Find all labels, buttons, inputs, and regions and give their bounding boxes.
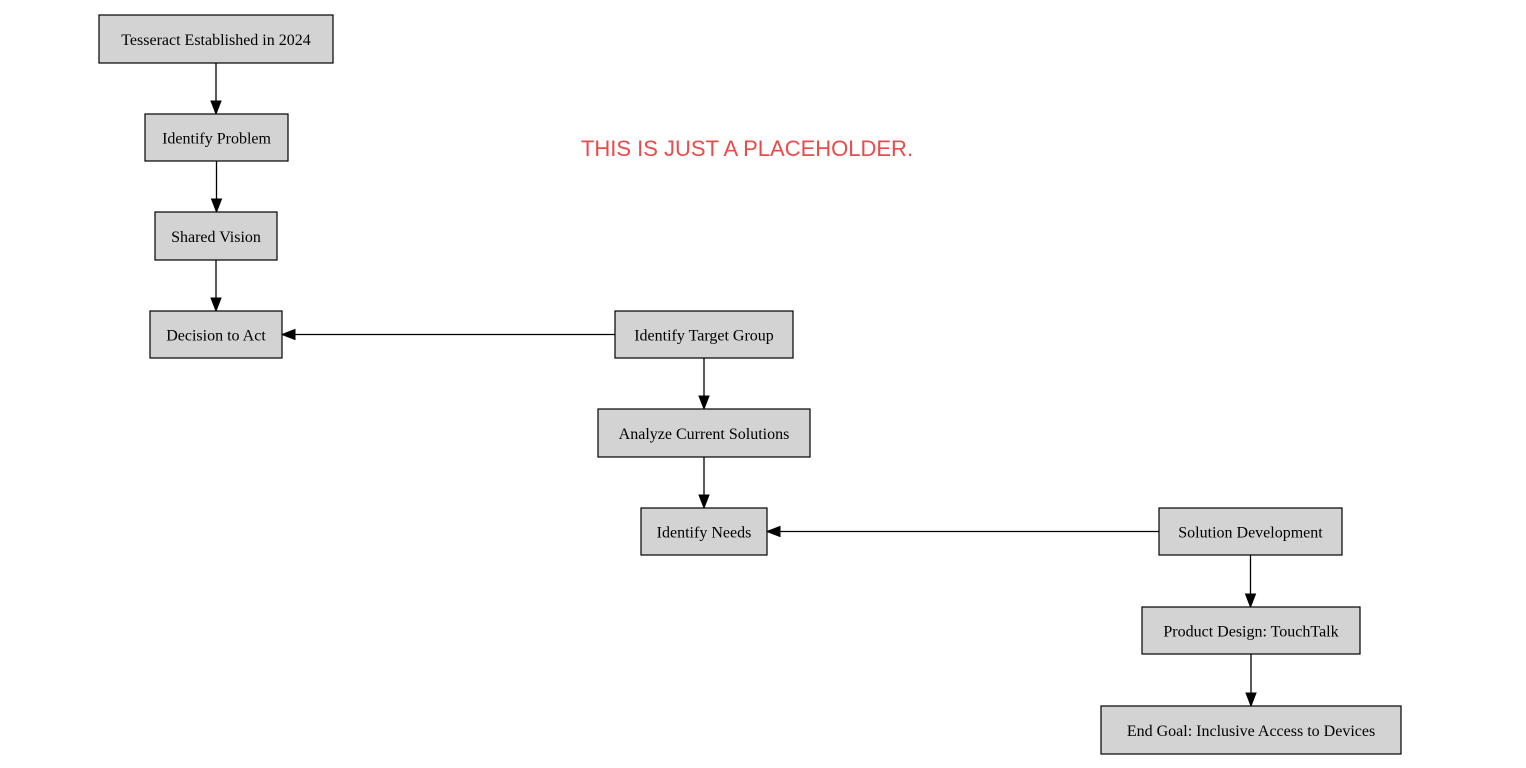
node-label: End Goal: Inclusive Access to Devices [1127, 723, 1375, 740]
edge-solution-to-needs [765, 525, 1159, 538]
arrowhead-icon [1245, 692, 1257, 708]
edge-design-to-goal [1245, 654, 1257, 708]
arrowhead-icon [280, 328, 296, 341]
node-analyze: Analyze Current Solutions [597, 408, 811, 458]
arrowhead-icon [1244, 593, 1257, 609]
node-box [98, 14, 334, 64]
edge-solution-to-design [1244, 555, 1257, 609]
node-box [149, 310, 283, 359]
edge-target-to-analyze [698, 358, 710, 411]
node-design: Product Design: TouchTalk [1141, 606, 1361, 655]
node-label: Identify Needs [657, 525, 752, 542]
node-box [597, 408, 811, 458]
edge-problem-to-vision [210, 161, 223, 214]
node-label: Tesseract Established in 2024 [121, 32, 311, 49]
node-label: Solution Development [1178, 525, 1323, 542]
node-solution: Solution Development [1158, 507, 1343, 556]
node-label: Identify Target Group [634, 328, 774, 345]
arrowhead-icon [210, 297, 222, 313]
node-decision: Decision to Act [149, 310, 283, 359]
node-established: Tesseract Established in 2024 [98, 14, 334, 64]
node-box [144, 113, 289, 162]
node-label: Analyze Current Solutions [619, 426, 790, 443]
node-vision: Shared Vision [154, 211, 278, 261]
node-label: Shared Vision [171, 229, 261, 246]
arrowhead-icon [210, 198, 223, 214]
arrowhead-icon [765, 525, 781, 538]
node-goal: End Goal: Inclusive Access to Devices [1100, 705, 1402, 755]
edges-layer [210, 63, 1257, 708]
node-box [1100, 705, 1402, 755]
node-box [1158, 507, 1343, 556]
node-label: Product Design: TouchTalk [1163, 624, 1338, 641]
node-box [154, 211, 278, 261]
placeholder-text: THIS IS JUST A PLACEHOLDER. [581, 136, 913, 161]
node-label: Decision to Act [166, 328, 266, 345]
edge-established-to-problem [210, 63, 222, 116]
edge-target-to-decision [280, 328, 615, 341]
arrowhead-icon [698, 494, 710, 510]
edge-analyze-to-needs [698, 457, 710, 510]
node-box [640, 507, 768, 556]
edge-vision-to-decision [210, 260, 222, 313]
arrowhead-icon [698, 395, 710, 411]
node-box [1141, 606, 1361, 655]
node-box [614, 310, 794, 359]
arrowhead-icon [210, 100, 222, 116]
node-label: Identify Problem [162, 131, 271, 148]
node-target: Identify Target Group [614, 310, 794, 359]
node-problem: Identify Problem [144, 113, 289, 162]
node-needs: Identify Needs [640, 507, 768, 556]
